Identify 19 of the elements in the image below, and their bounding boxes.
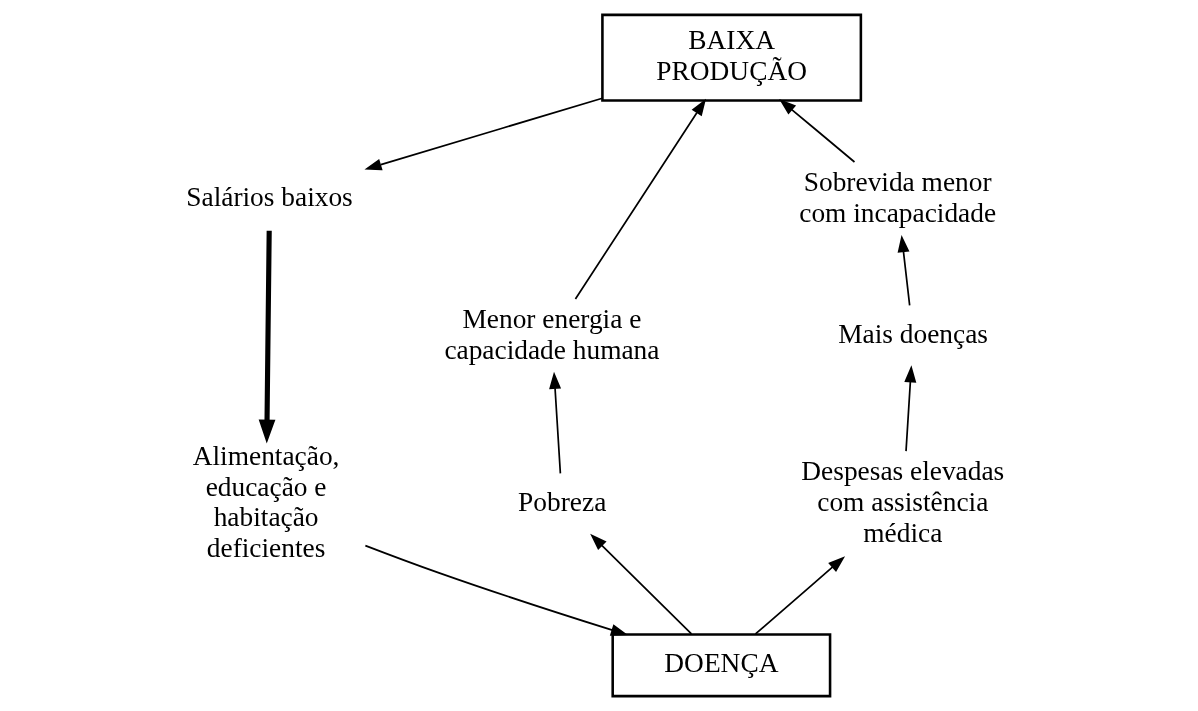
arrow [549, 371, 562, 475]
arrow [258, 230, 276, 444]
node-box: BAIXA PRODUÇÃO [601, 13, 863, 102]
node-text: Salários baixos [186, 182, 353, 213]
arrow [364, 97, 604, 171]
node-box: DOENÇA [611, 633, 832, 698]
arrow [590, 533, 693, 635]
arrow [754, 556, 846, 635]
node-text: Despesas elevadas com assistência médica [801, 456, 1005, 548]
node-text: Alimentação, educação e habitação deficientes [192, 440, 340, 564]
arrow [897, 235, 911, 307]
node-text: Pobreza [518, 486, 607, 517]
node-text: Menor energia e capacidade humana [444, 303, 660, 365]
arrow [364, 544, 628, 636]
node-text: Mais doenças [838, 319, 988, 350]
arrow [904, 365, 917, 452]
node-text: Sobrevida menor com incapacidade [799, 166, 997, 228]
arrow [574, 98, 707, 300]
arrow [779, 99, 856, 163]
